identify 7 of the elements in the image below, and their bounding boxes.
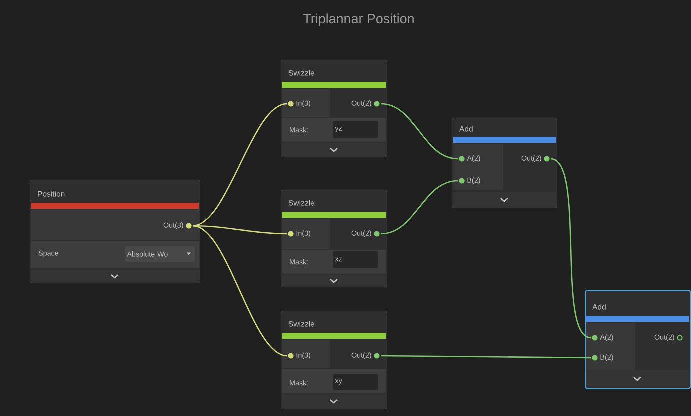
connector [381,355,591,359]
connector [192,103,288,227]
connector [192,225,288,357]
connector [380,103,458,160]
graph-title: Triplannar Position [303,14,414,26]
connector [550,158,592,339]
connector [380,180,458,235]
